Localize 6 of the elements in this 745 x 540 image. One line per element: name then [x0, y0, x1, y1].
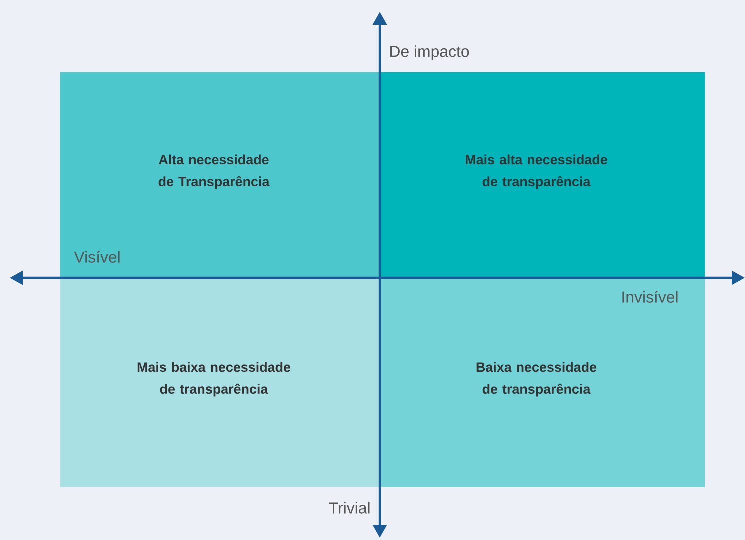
quadrant-box: Mais alta necessidade de transparência: [380, 72, 706, 278]
axis-label: Visível: [74, 251, 120, 263]
axis-label: Invisível: [622, 291, 678, 303]
quadrant-box: Mais baixa necessidade de transparência: [60, 278, 380, 488]
axis-label: De impacto: [390, 46, 470, 60]
axis-label: Trivial: [329, 502, 370, 514]
